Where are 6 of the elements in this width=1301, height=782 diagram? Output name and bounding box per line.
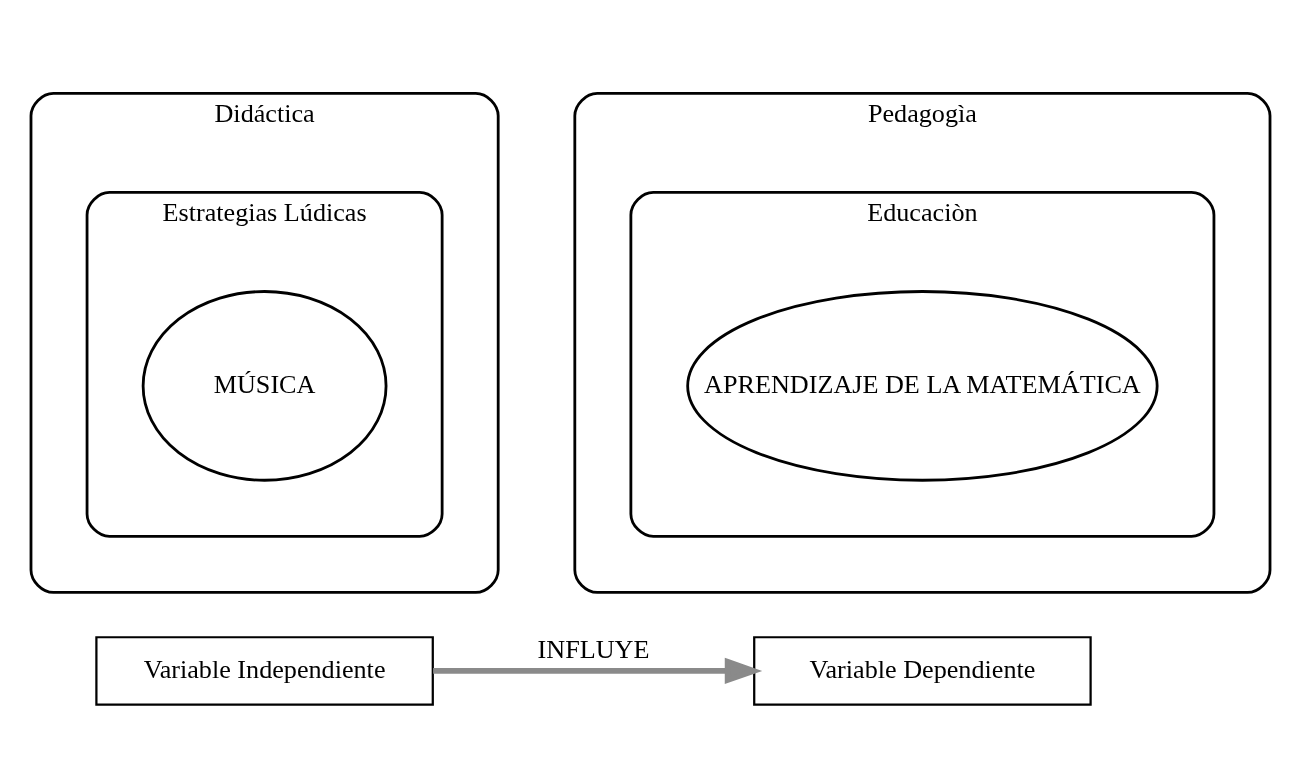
edge-label: INFLUYE: [537, 634, 650, 664]
arrow: [433, 657, 763, 684]
node-ellipse: APRENDIZAJE DE LA MATEMÁTICA: [686, 289, 1159, 482]
node-box: Variable Independiente: [95, 635, 434, 706]
node-ellipse: MÚSICA: [141, 289, 388, 482]
node-box: Variable Dependiente: [753, 635, 1092, 706]
